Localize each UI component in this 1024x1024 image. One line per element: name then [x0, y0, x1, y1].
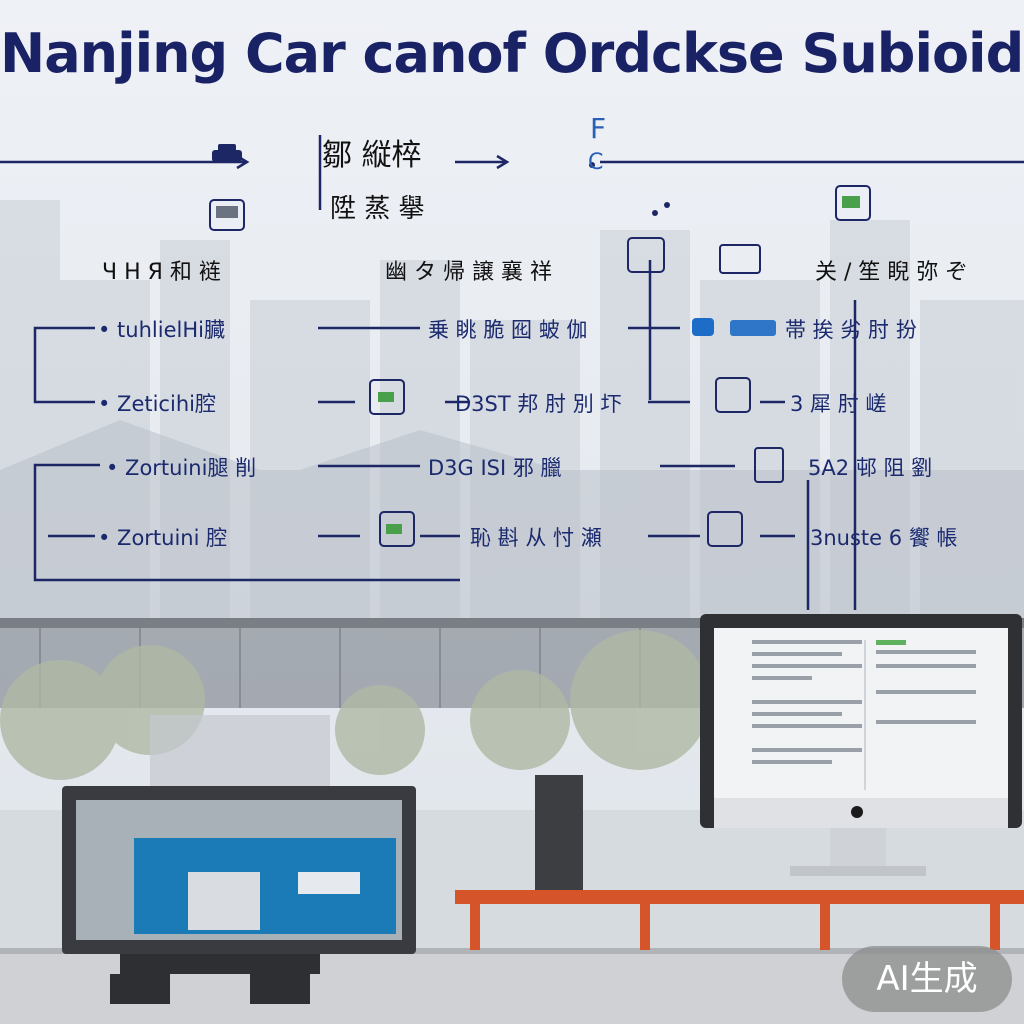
- ai-generated-badge: AI生成: [842, 946, 1012, 1012]
- column-label-3: 关 / 笙 睨 弥 ぞ: [815, 260, 968, 285]
- row-2-right: 3 犀 肘 嵯: [790, 392, 887, 416]
- header-left: 鄒 縦椊: [322, 138, 422, 173]
- row-3-left: • Zortuini腿 削: [106, 456, 257, 480]
- row-3-right: 5A2 邨 阻 劉: [808, 456, 933, 480]
- status-badge: [692, 318, 776, 336]
- flowchart-diagram: [0, 135, 1024, 610]
- header-left-sub: 陞 蒸 擧: [330, 194, 425, 224]
- row-1-left: • tuhlielHi臓: [98, 318, 225, 342]
- row-3-mid: D3G ISI 邪 臘: [428, 456, 562, 480]
- column-label-1: Ч Н Я 和 裢: [102, 260, 221, 285]
- column-label-2: 幽 タ 帰 譲 襄 祥: [385, 260, 552, 285]
- row-4-left: • Zortuini 腔: [98, 526, 228, 550]
- header-right-letter-2: C: [588, 150, 604, 175]
- car-icon: [212, 144, 242, 162]
- device-icon: [209, 185, 871, 547]
- page-title: Nanjing Car canof Ordckse Subioidy: [0, 22, 1024, 85]
- row-1-mid: 乗 眺 脆 囮 蚾 伽: [428, 318, 588, 342]
- row-1-right: 帯 挨 劣 肘 扮: [785, 318, 917, 342]
- row-4-mid: 恥 斟 从 忖 瀬: [470, 526, 602, 550]
- header-right-letter: F: [590, 112, 607, 145]
- row-2-left: • Zeticihi腔: [98, 392, 216, 416]
- row-2-mid: D3ST 邦 肘 別 圷: [455, 392, 622, 416]
- row-4-right: 3nuste 6 饗 帳: [810, 526, 958, 550]
